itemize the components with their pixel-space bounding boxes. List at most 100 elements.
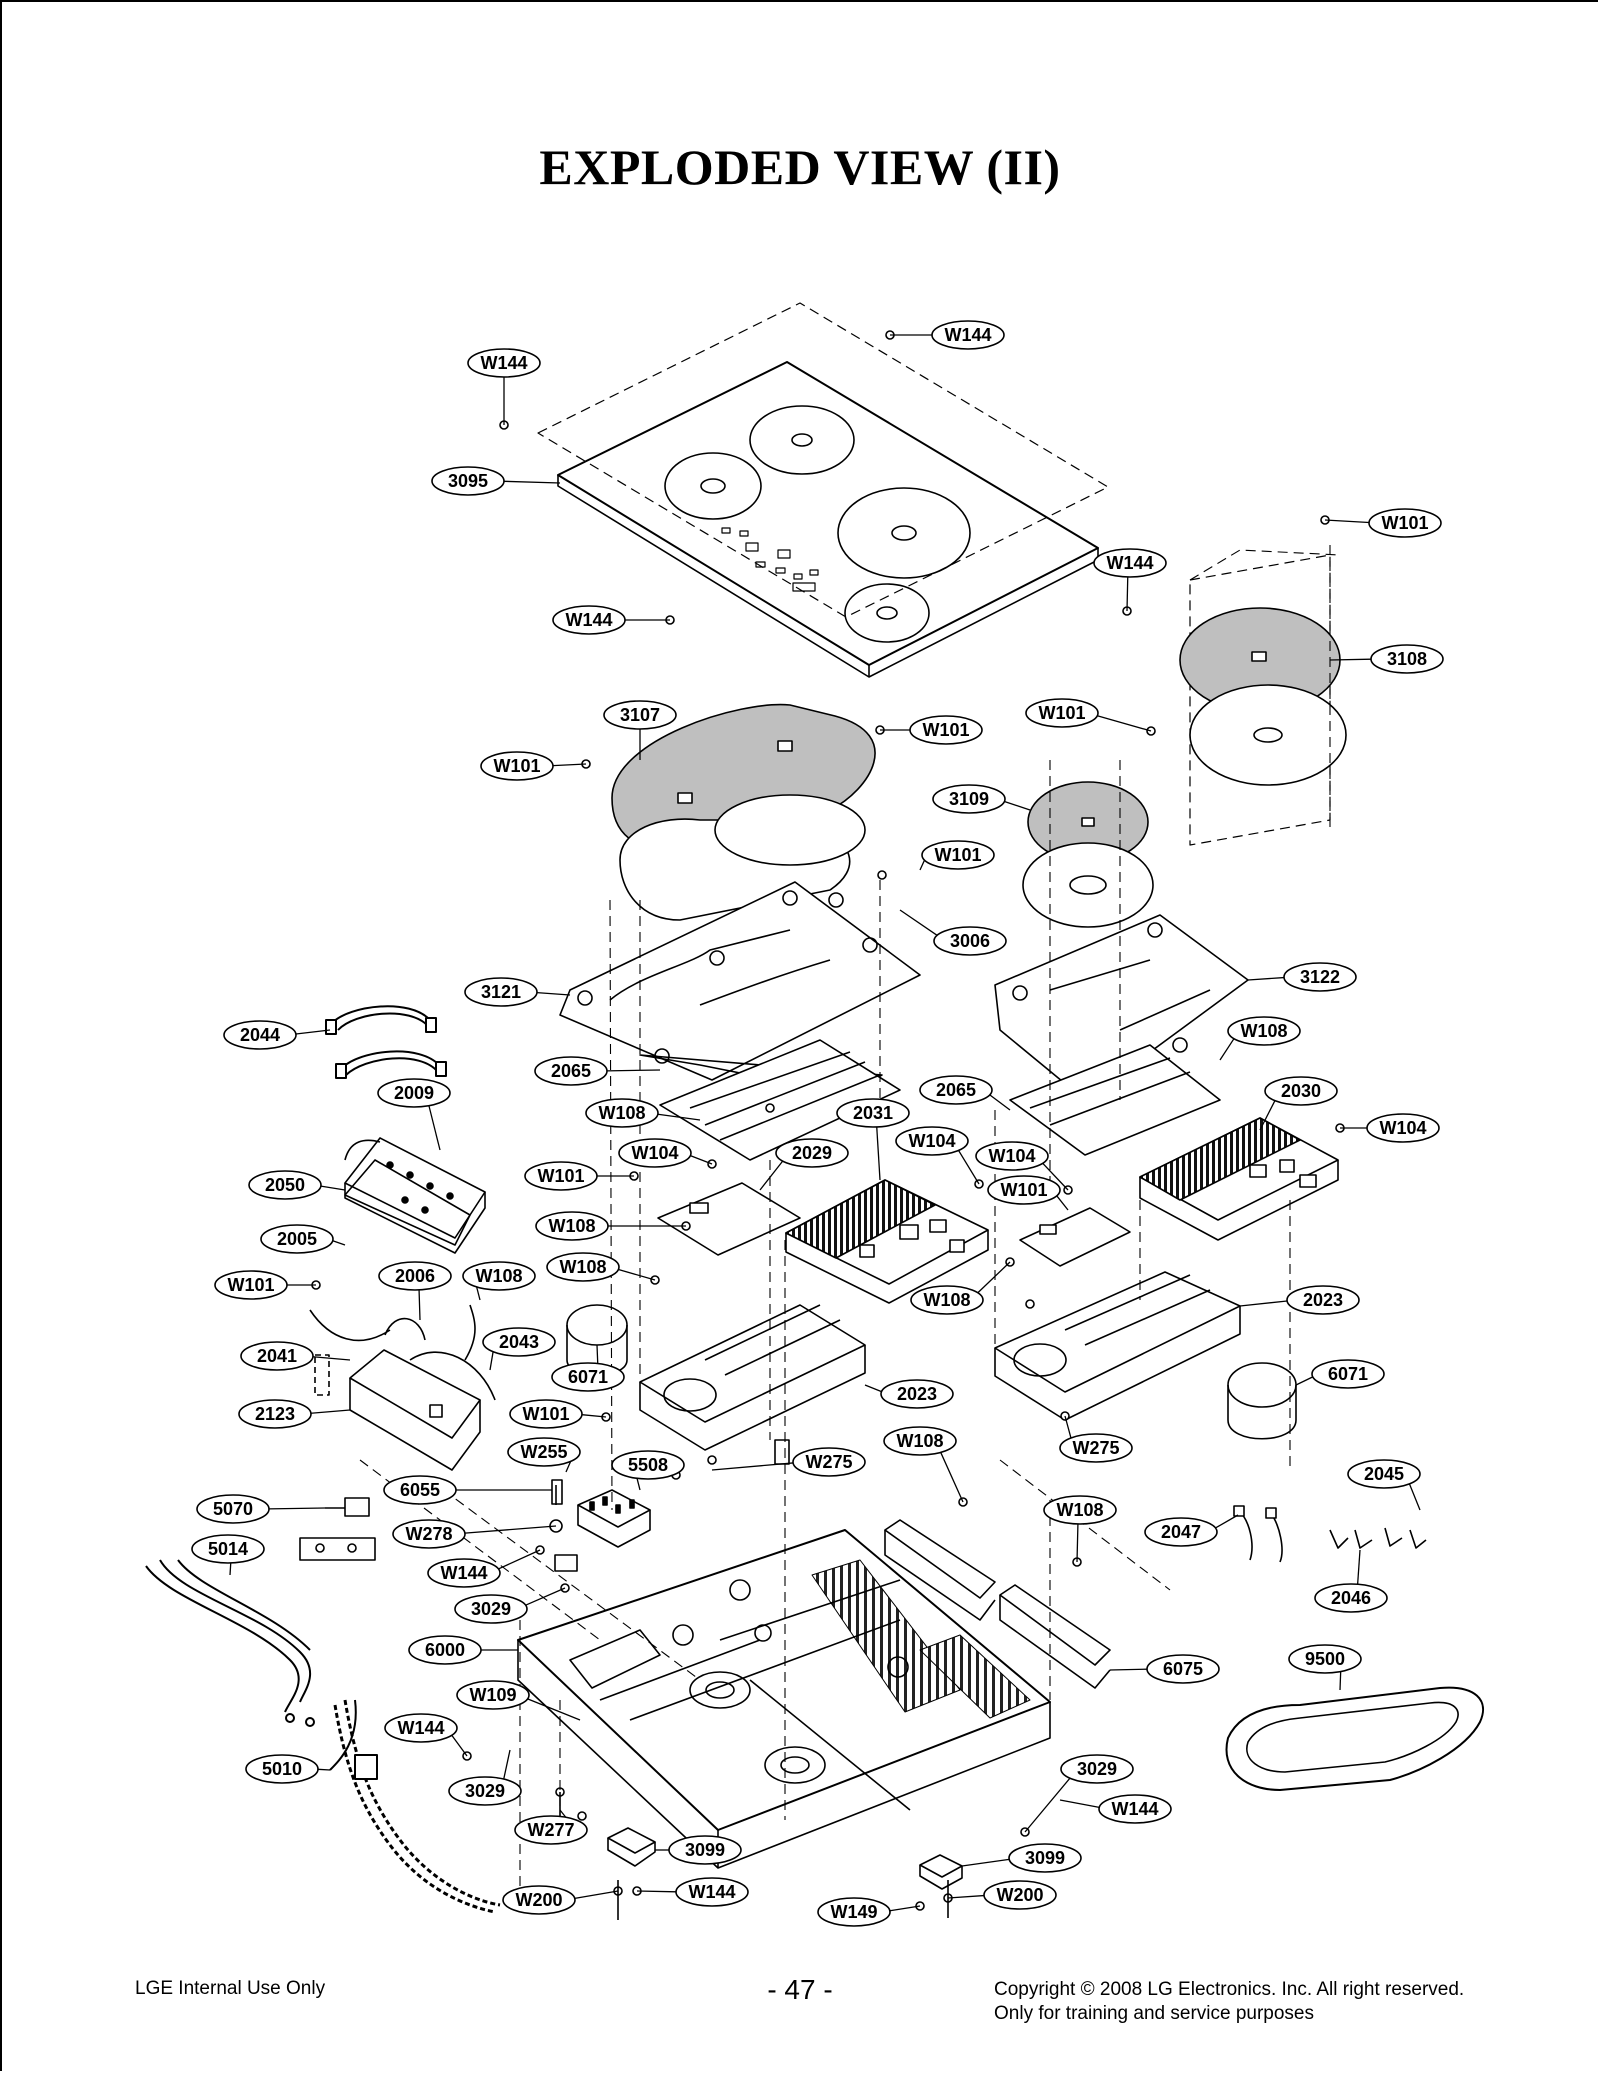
callout-label: W149 (830, 1902, 877, 1922)
callout-ellipse (1311, 1359, 1385, 1389)
copyright-line-2: Only for training and service purposes (994, 2003, 1314, 2024)
small-heater-part (1022, 781, 1154, 928)
part-callout: 6071 (1311, 1359, 1385, 1389)
insulation-sheet-part (659, 1039, 1221, 1161)
callout-ellipse (260, 1224, 334, 1254)
callout-label: W144 (944, 325, 991, 345)
part-callout: W104 (1366, 1113, 1440, 1143)
callout-ellipse (983, 1880, 1057, 1910)
callout-leader (1239, 1300, 1288, 1307)
part-callout: 2009 (377, 1078, 451, 1108)
callout-ellipse (1264, 1076, 1338, 1106)
callout-label: W278 (405, 1524, 452, 1544)
part-callout: W101 (987, 1175, 1061, 1205)
part-callout: 3108 (1370, 644, 1444, 674)
callout-leader (876, 1126, 881, 1181)
part-callout: 2030 (1264, 1076, 1338, 1106)
callout-label: W101 (922, 720, 969, 740)
page-title: EXPLODED VIEW (II) (539, 139, 1061, 195)
part-callout: 3029 (448, 1776, 522, 1806)
callout-label: 2043 (499, 1332, 539, 1352)
callout-ellipse (931, 320, 1005, 350)
callout-label: W101 (537, 1166, 584, 1186)
part-callout: W101 (480, 751, 554, 781)
part-callout: W200 (983, 1880, 1057, 1910)
callout-label: 2023 (897, 1384, 937, 1404)
fan-duct-part (566, 1304, 1297, 1440)
callout-ellipse (196, 1494, 270, 1524)
callout-ellipse (932, 784, 1006, 814)
callout-leader (1024, 1777, 1071, 1833)
callout-label: W200 (515, 1890, 562, 1910)
part-callout: W101 (909, 715, 983, 745)
part-callout: W144 (1098, 1794, 1172, 1824)
callout-label: W108 (896, 1431, 943, 1451)
callout-label: 2065 (551, 1061, 591, 1081)
callout-leader (899, 909, 938, 936)
callout-label: W277 (527, 1820, 574, 1840)
callout-ellipse (987, 1175, 1061, 1205)
callout-leader (536, 991, 571, 996)
part-callout: 2123 (238, 1399, 312, 1429)
callout-ellipse (509, 1399, 583, 1429)
part-callout: 2050 (248, 1170, 322, 1200)
callout-leader (332, 1240, 346, 1246)
part-callout: 2023 (880, 1379, 954, 1409)
callout-ellipse (1098, 1794, 1172, 1824)
part-callout: W144 (552, 605, 626, 635)
callout-leader (581, 1414, 607, 1418)
callout-leader (1247, 976, 1285, 981)
callout-label: 2009 (394, 1083, 434, 1103)
part-callout: W108 (546, 1252, 620, 1282)
callout-leader (919, 859, 926, 871)
callout-ellipse (248, 1170, 322, 1200)
callout-ellipse (909, 715, 983, 745)
callout-label: W144 (688, 1882, 735, 1902)
callout-label: 3029 (471, 1599, 511, 1619)
callout-leader (503, 1749, 511, 1780)
callout-ellipse (1025, 698, 1099, 728)
terminal-block-part (577, 1489, 651, 1548)
callout-ellipse (377, 1078, 451, 1108)
callout-ellipse (392, 1519, 466, 1549)
part-callout: W109 (456, 1680, 530, 1710)
callout-leader (864, 1384, 882, 1393)
part-callout: 6000 (408, 1635, 482, 1665)
callout-leader (690, 1155, 713, 1165)
callout-label: 2123 (255, 1404, 295, 1424)
part-callout: 9500 (1288, 1644, 1362, 1674)
callout-label: W101 (1381, 513, 1428, 533)
callout-label: W101 (493, 756, 540, 776)
callout-ellipse (462, 1261, 536, 1291)
callout-label: 3029 (465, 1781, 505, 1801)
part-callout: 5508 (611, 1450, 685, 1480)
part-callout: 2044 (223, 1020, 297, 1050)
callout-label: 5010 (262, 1759, 302, 1779)
part-callout: W275 (792, 1447, 866, 1477)
part-callout: 2046 (1314, 1583, 1388, 1613)
callout-leader (618, 1268, 656, 1281)
part-callout: 2065 (919, 1075, 993, 1105)
callout-leader (961, 1858, 1010, 1867)
part-callout: W144 (1093, 548, 1167, 578)
callout-leader (889, 1905, 921, 1912)
callout-leader (320, 1185, 346, 1191)
part-callout: W108 (1043, 1495, 1117, 1525)
callout-label: 3109 (949, 789, 989, 809)
callout-ellipse (1227, 1016, 1301, 1046)
callout-ellipse (480, 751, 554, 781)
callout-label: 2050 (265, 1175, 305, 1195)
callout-label: W108 (548, 1216, 595, 1236)
callout-leader (574, 1890, 619, 1900)
callout-label: W144 (1111, 1799, 1158, 1819)
callout-ellipse (454, 1594, 528, 1624)
callout-leader (1329, 658, 1372, 661)
callout-ellipse (611, 1450, 685, 1480)
callout-label: 3099 (685, 1840, 725, 1860)
callout-ellipse (1283, 962, 1357, 992)
copyright-notice: Copyright © 2008 LG Electronics. Inc. Al… (994, 1978, 1464, 2026)
callout-label: 3095 (448, 471, 488, 491)
callout-ellipse (1144, 1517, 1218, 1547)
callout-ellipse (880, 1379, 954, 1409)
air-duct-right-part (994, 1271, 1241, 1421)
